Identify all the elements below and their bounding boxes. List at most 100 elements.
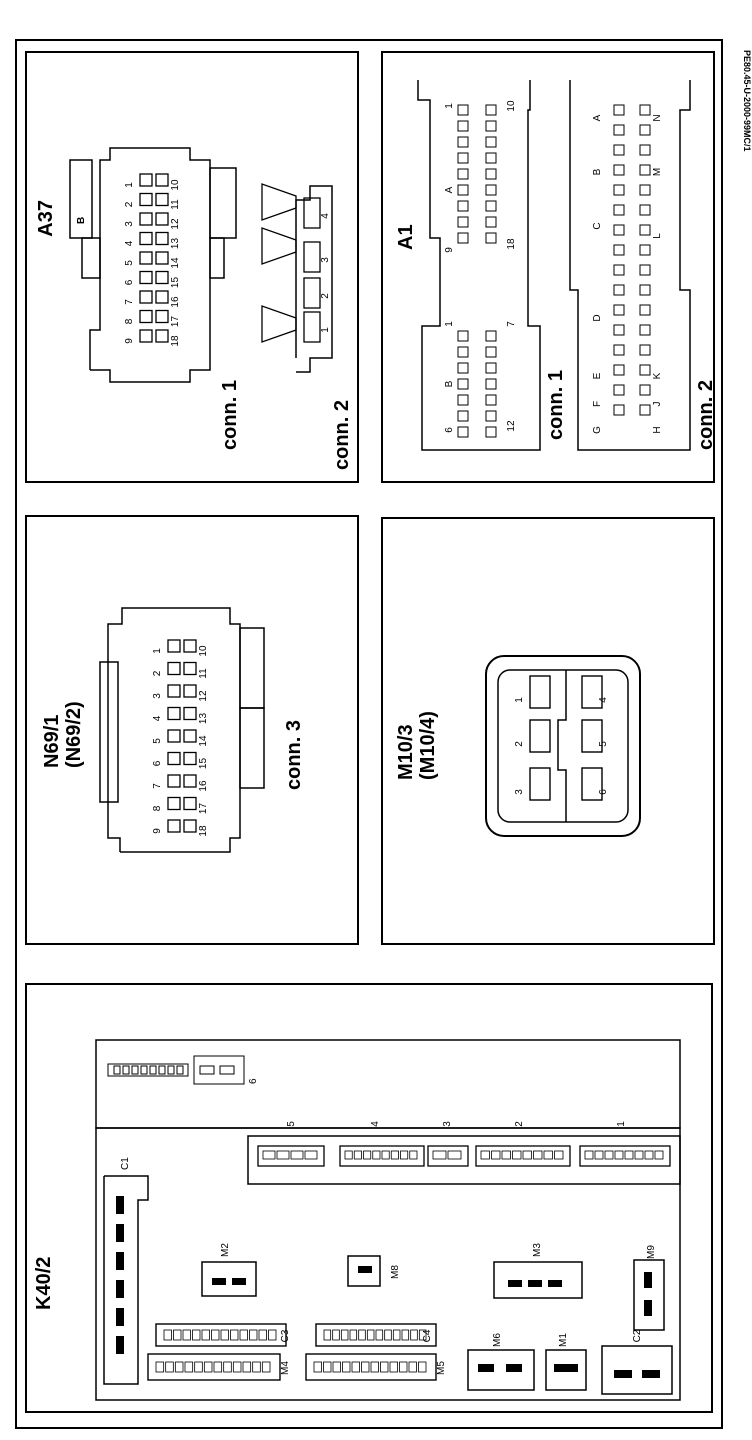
n69-pin — [183, 774, 197, 788]
k40-slot-cell — [501, 1150, 511, 1160]
a37-conn2-label: conn. 2 — [331, 400, 353, 470]
a1-conn2-pin — [613, 264, 625, 276]
a1-conn2-letter: M — [652, 168, 663, 176]
k40-M8-label: M8 — [390, 1265, 401, 1279]
k40-slot-cell — [644, 1150, 654, 1160]
k40-slot-cell — [480, 1150, 490, 1160]
a1-conn1-pin — [457, 136, 469, 148]
m10-pin-label: 2 — [514, 741, 525, 747]
a1-conn1-pin — [485, 184, 497, 196]
k40-M5-cell — [380, 1361, 389, 1373]
a37-conn2-cavity — [303, 277, 321, 309]
k40-slot-cell — [381, 1150, 390, 1160]
a1-conn1-pin — [457, 152, 469, 164]
n69-pin-label: 13 — [198, 713, 209, 725]
k40-M2-label: M2 — [220, 1243, 231, 1257]
a1-conn1-label: conn. 1 — [545, 370, 567, 440]
k40-main-module — [95, 1127, 681, 1401]
k40-C1-contact — [116, 1308, 124, 1326]
k40-M8-contact — [358, 1266, 372, 1273]
n69-pin — [183, 661, 197, 676]
k40-C1-contact — [116, 1252, 124, 1270]
a37-conn2-cavity — [303, 197, 321, 229]
k40-slot-cell — [512, 1150, 522, 1160]
k40-slot-cell — [634, 1150, 644, 1160]
a1-conn1-pin — [485, 426, 497, 438]
a1-conn1-pin — [485, 362, 497, 374]
a37-conn1-pin — [155, 173, 169, 187]
a37-conn1-pin-label: 11 — [170, 199, 181, 210]
n69-pin-label: 10 — [198, 645, 209, 657]
k40-slot-cell — [604, 1150, 614, 1160]
a1-conn2-pin — [639, 264, 651, 276]
a37-conn2-cavity — [303, 241, 321, 273]
a1-conn1-label: 12 — [506, 420, 517, 432]
k40-C4-cell — [418, 1329, 427, 1341]
a37-conn1-pin — [155, 290, 169, 304]
n69-pin — [183, 706, 197, 721]
a1-conn2-pin — [613, 104, 625, 116]
a37-conn1-pin-label: 6 — [124, 279, 135, 285]
a1-conn1-label: 18 — [506, 238, 517, 250]
k40-label-6: 6 — [248, 1078, 259, 1084]
a37-conn1-pin — [139, 212, 153, 226]
a1-conn2-pin — [613, 364, 625, 376]
a37-conn2-latch — [261, 305, 297, 343]
a1-conn1-pin — [485, 136, 497, 148]
a1-conn2-pin — [613, 124, 625, 136]
a37-conn1-pin-label: 13 — [170, 238, 181, 250]
a1-conn2-letter: F — [592, 401, 603, 407]
k40-M4 — [147, 1353, 281, 1381]
a1-conn1-label: 9 — [444, 247, 455, 253]
k40-slot-cell — [372, 1150, 381, 1160]
a37-conn2-pin-label: 2 — [320, 293, 331, 299]
a1-conn1-pin — [485, 232, 497, 244]
n69-pin-label: 7 — [152, 783, 163, 789]
k40-C4-cell — [323, 1329, 332, 1341]
k40-M3-contact — [548, 1280, 562, 1287]
k40-strip-cell — [122, 1065, 130, 1075]
a1-conn1-pin — [485, 394, 497, 406]
k40-C4-cell — [349, 1329, 358, 1341]
a1-conn2-letter: J — [652, 402, 663, 407]
k40-M6 — [467, 1349, 535, 1391]
m10-pin-cavity — [581, 719, 603, 753]
k40-C4-label: C4 — [422, 1329, 433, 1342]
m10-pin-cavity — [529, 719, 551, 753]
k40-M4-cell — [213, 1361, 223, 1373]
n69-pin — [183, 796, 197, 811]
n69-pin-label: 6 — [152, 760, 163, 766]
k40-slot-cell — [594, 1150, 604, 1160]
k40-M3 — [493, 1261, 583, 1299]
k40-slot-cell — [276, 1150, 290, 1160]
k40-slot-cell — [400, 1150, 409, 1160]
k40-M4-cell — [194, 1361, 203, 1373]
n69-pin — [167, 796, 181, 811]
k40-slot-cell — [432, 1150, 447, 1160]
k40-C1-label: C1 — [120, 1157, 131, 1170]
k40-slot-label: 1 — [616, 1121, 627, 1127]
k40-M5-label: M5 — [436, 1361, 447, 1375]
k40-C4-cell — [332, 1329, 340, 1341]
k40-slot-cell — [543, 1150, 553, 1160]
k40-M2-contact — [232, 1278, 246, 1285]
k40-M5-cell — [342, 1361, 351, 1373]
a37-conn1-pin-label: 5 — [124, 260, 135, 266]
k40-C4-cell — [358, 1329, 366, 1341]
k40-C4-cell — [410, 1329, 418, 1341]
k40-M4-cell — [165, 1361, 174, 1373]
k40-slot-label: 5 — [286, 1121, 297, 1127]
a37-conn1-pin-label: 16 — [170, 296, 181, 308]
a37-title: A37 — [35, 200, 57, 237]
a37-conn1-pin — [139, 290, 153, 304]
a1-conn1-pin — [457, 200, 469, 212]
k40-strip-cell — [149, 1065, 157, 1075]
k40-strip-cell — [113, 1065, 121, 1075]
m10-subtitle: (M10/4) — [417, 711, 439, 780]
a1-conn1-pin — [457, 184, 469, 196]
a1-conn1-label: 10 — [506, 100, 517, 112]
a1-conn2-pin — [639, 404, 651, 416]
